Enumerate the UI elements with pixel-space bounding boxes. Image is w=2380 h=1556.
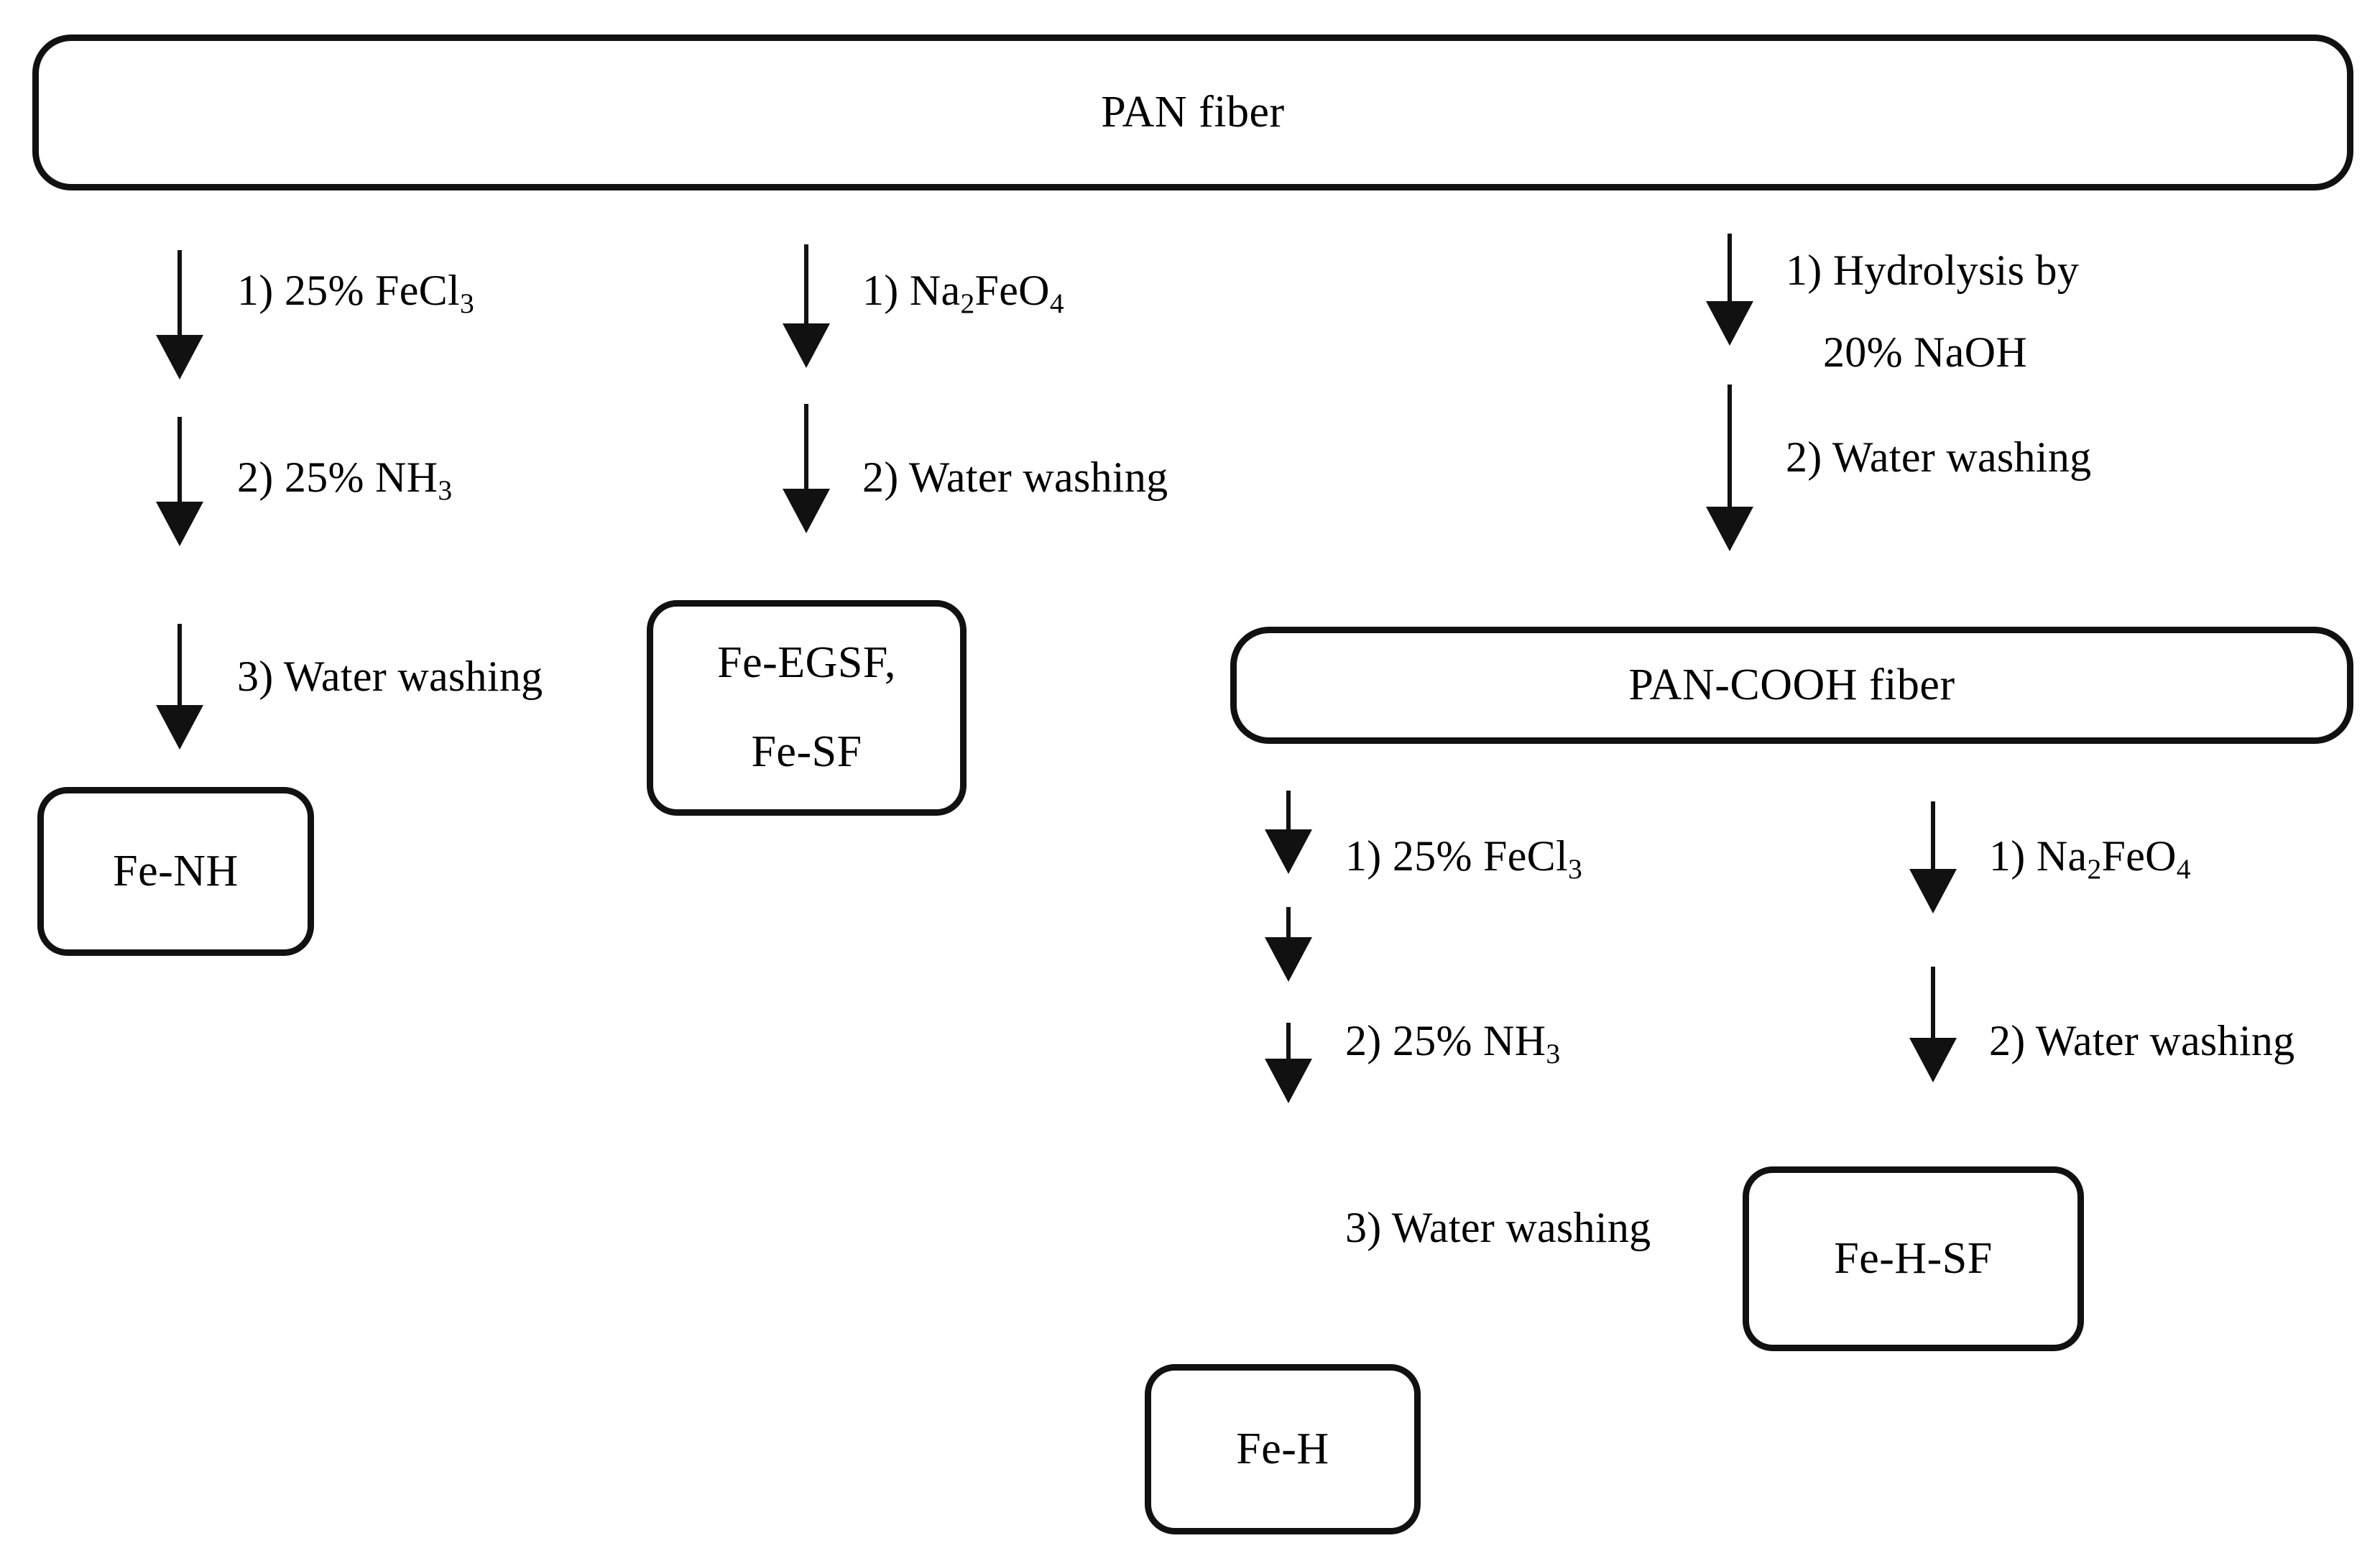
caption-subscript-2: 4 [2176,853,2191,885]
caption-lower-right-step2: 2) Water washing [1989,1015,2294,1067]
caption-left-step2: 2) 25% NH3 [237,451,453,507]
caption-text: 3) Water washing [1345,1204,1651,1251]
caption-text-2: FeO [974,267,1050,314]
arrow-head [156,335,203,379]
caption-text-line2: 20% NaOH [1823,328,2028,376]
arrow-shaft [1728,234,1732,304]
node-pan-fiber-label: PAN fiber [1101,87,1285,137]
arrow-head [156,502,203,546]
caption-middle-step2: 2) Water washing [862,451,1168,503]
caption-subscript: 2 [960,287,975,320]
arrow-shaft [1728,385,1732,510]
node-fe-h-sf-label: Fe-H-SF [1834,1233,1993,1283]
arrow-shaft [1286,791,1291,832]
caption-middle-step1: 1) Na2FeO4 [862,264,1064,320]
node-pan-cooh-fiber-label: PAN-COOH fiber [1628,660,1955,709]
arrow-head [1706,507,1753,551]
caption-lower-middle-step3: 3) Water washing [1345,1202,1651,1253]
node-fe-h-sf[interactable]: Fe-H-SF [1743,1166,2084,1351]
arrow-head [783,489,830,533]
caption-text: 1) 25% FeCl [237,267,460,314]
arrow-shaft [177,250,182,338]
arrow-head [1265,937,1312,982]
caption-text: 2) Water washing [1786,433,2092,481]
caption-text: 2) 25% NH [237,454,438,501]
arrow-shaft [1286,1023,1291,1062]
arrow-shaft [1931,801,1935,872]
arrow-head [156,705,203,750]
arrow-shaft [1286,907,1291,940]
caption-subscript: 3 [1546,1038,1561,1070]
caption-left-step1: 1) 25% FeCl3 [237,264,475,320]
arrow-shaft [177,417,182,505]
node-fe-nh[interactable]: Fe-NH [37,787,314,956]
node-pan-cooh-fiber[interactable]: PAN-COOH fiber [1230,627,2353,744]
node-fe-egsf-fe-sf[interactable]: Fe-EGSF, Fe-SF [647,600,967,816]
arrow-shaft [804,244,808,326]
arrow-shaft [177,624,182,708]
caption-subscript-2: 4 [1049,287,1064,320]
node-fe-h[interactable]: Fe-H [1145,1364,1421,1534]
caption-text: 2) Water washing [862,454,1168,501]
arrow-head [783,323,830,368]
arrow-head [1909,1038,1957,1082]
node-fe-egsf-label-line1: Fe-EGSF, [717,638,896,688]
caption-lower-middle-step2: 2) 25% NH3 [1345,1015,1561,1070]
caption-subscript: 3 [459,287,475,320]
caption-subscript: 2 [2087,853,2102,885]
arrow-head [1909,869,1957,913]
caption-right-step1: 1) Hydrolysis by 20% NaOH [1786,244,2079,378]
arrow-shaft [804,404,808,492]
caption-text: 1) Na [862,267,961,314]
caption-lower-right-step1: 1) Na2FeO4 [1989,830,2191,885]
caption-text: 2) Water washing [1989,1017,2295,1064]
caption-subscript: 3 [1567,853,1583,885]
caption-lower-middle-step1: 1) 25% FeCl3 [1345,830,1583,885]
caption-text: 1) Na [1989,832,2088,880]
caption-text-2: FeO [2101,832,2177,880]
node-fe-h-label: Fe-H [1236,1424,1329,1473]
caption-right-step2: 2) Water washing [1786,431,2091,483]
arrow-shaft [1931,967,1935,1041]
caption-text: 1) Hydrolysis by [1786,247,2080,294]
caption-left-step3: 3) Water washing [237,650,543,702]
caption-subscript: 3 [438,474,453,507]
caption-text: 1) 25% FeCl [1345,832,1568,880]
caption-text: 2) 25% NH [1345,1017,1546,1064]
arrow-head [1265,1059,1312,1103]
caption-text: 3) Water washing [237,653,543,700]
node-pan-fiber[interactable]: PAN fiber [32,34,2353,190]
node-fe-egsf-label-line2: Fe-SF [751,727,862,776]
arrow-head [1265,829,1312,874]
node-fe-nh-label: Fe-NH [113,846,239,896]
arrow-head [1706,301,1753,346]
